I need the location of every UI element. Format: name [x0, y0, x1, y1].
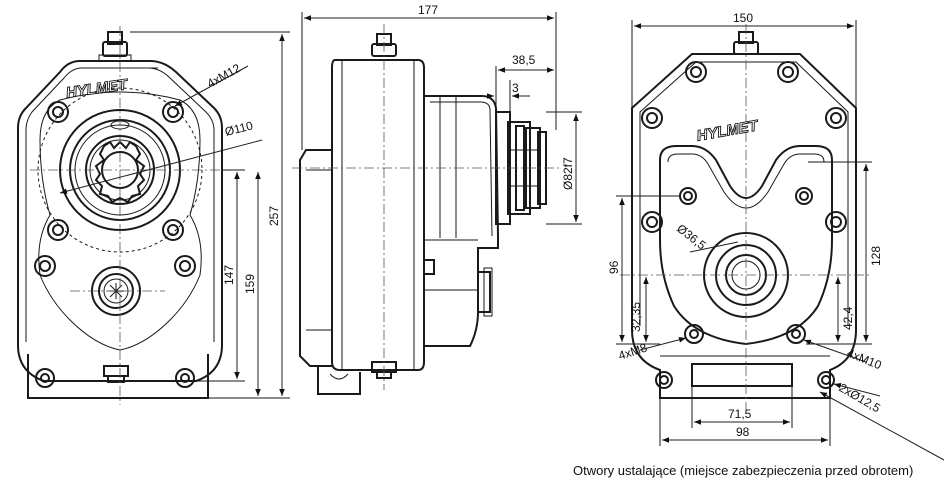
side-dim-38-5: 38,5 [512, 53, 536, 67]
rear-dim-98: 98 [736, 425, 750, 439]
front-dim-flange-dia: Ø110 [223, 118, 254, 139]
rear-dim-32-35: 32,35 [629, 302, 643, 332]
front-logo: HYLMET [65, 76, 130, 102]
rear-dim-128: 128 [869, 246, 883, 266]
rear-logo: HYLMET [695, 117, 760, 145]
front-dim-159: 159 [243, 274, 257, 294]
front-bolt-holes [34, 101, 196, 388]
side-housing-left [331, 59, 425, 371]
note-caption: Otwory ustalające (miejsce zabezpieczeni… [573, 463, 914, 478]
rear-dim-bore-dia: Ø36,5 [674, 221, 709, 252]
front-inner-outline [38, 91, 202, 351]
side-dim-3: 3 [512, 81, 519, 95]
rear-dim-150: 150 [733, 11, 753, 25]
front-dim-147: 147 [222, 265, 236, 285]
rear-inner-outline [659, 145, 833, 346]
rear-dim-holes-right: 4xM10 [845, 346, 884, 373]
front-view [17, 26, 290, 405]
side-housing-right [424, 95, 499, 347]
side-dim-shaft-dia: Ø82f7 [561, 157, 575, 190]
front-top-nut [98, 31, 132, 62]
rear-dim-96: 96 [607, 260, 621, 274]
front-dim-257: 257 [267, 206, 281, 226]
rear-dim-42-4: 42,4 [841, 306, 855, 330]
front-dim-holes: 4xM12 [205, 61, 244, 91]
rear-view [616, 20, 945, 461]
rear-dim-mount-holes: 2xØ12,5 [837, 380, 884, 415]
side-dim-177: 177 [418, 3, 438, 17]
rear-bolt-holes [641, 61, 847, 389]
side-view [292, 12, 582, 395]
rear-dim-71-5: 71,5 [728, 407, 752, 421]
